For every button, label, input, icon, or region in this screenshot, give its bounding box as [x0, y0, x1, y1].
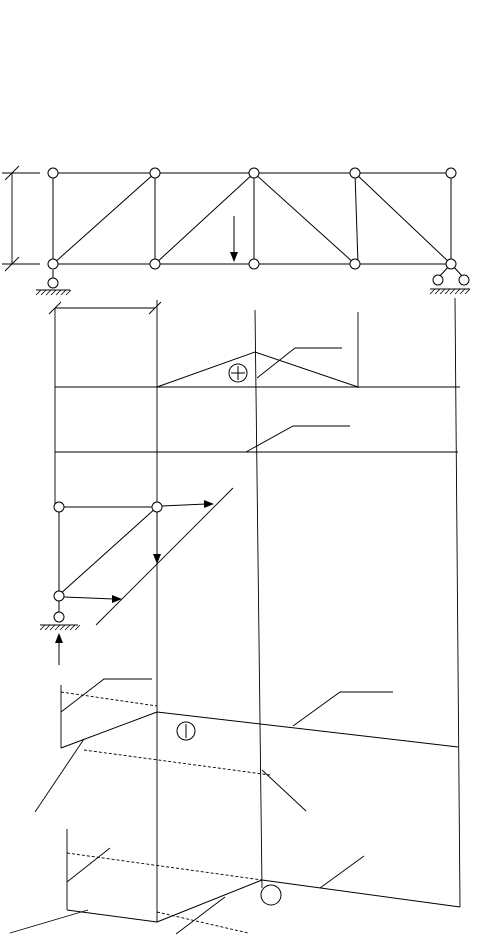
truss-joints — [47, 167, 457, 270]
height-dimension — [2, 165, 40, 272]
left-support — [35, 270, 72, 296]
circle-icon — [260, 884, 282, 906]
influence-line-1 — [55, 347, 460, 388]
projection-lines — [54, 297, 461, 922]
diagonals — [52, 172, 452, 265]
influence-line-3 — [34, 678, 459, 813]
force-arrow-top — [161, 500, 214, 508]
verticals — [52, 172, 452, 265]
influence-line-4 — [9, 829, 461, 935]
influence-line-2 — [55, 425, 458, 453]
force-arrow-bottom — [63, 595, 122, 603]
circled-plus-icon — [228, 363, 248, 383]
truss — [2, 165, 471, 296]
circled-minus-icon — [176, 721, 196, 741]
load-arrow — [230, 216, 238, 262]
force-arrow-diagonal — [153, 511, 161, 564]
support-reaction — [39, 590, 81, 665]
panel-dimension — [48, 301, 162, 315]
free-body-detail — [39, 487, 234, 665]
